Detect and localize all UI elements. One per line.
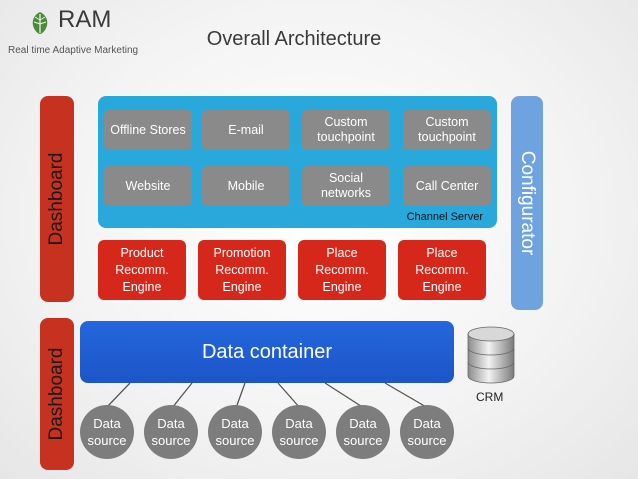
app-subtitle: Real time Adaptive Marketing (8, 45, 139, 56)
app-name: RAM (58, 6, 112, 33)
channel-mobile: Mobile (202, 166, 290, 206)
engine-place-2-label: Place Recomm. Engine (415, 245, 469, 294)
dashboard-top-label: Dashboard (46, 152, 67, 246)
configurator: Configurator (511, 96, 543, 310)
engine-place-1: Place Recomm. Engine (298, 240, 386, 300)
data-source-2: Data source (144, 405, 198, 459)
channel-custom-touchpoint-2: Custom touchpoint (403, 110, 491, 150)
channel-email: E-mail (202, 110, 290, 150)
channel-custom-touchpoint-1: Custom touchpoint (302, 110, 390, 150)
data-source-5-label: Data source (343, 416, 383, 448)
data-source-2-label: Data source (151, 416, 191, 448)
channel-server-label: Channel Server (406, 211, 483, 223)
engine-product: Product Recomm. Engine (98, 240, 186, 300)
engine-place-2: Place Recomm. Engine (398, 240, 486, 300)
dashboard-top: Dashboard (40, 96, 74, 302)
data-source-6-label: Data source (407, 416, 447, 448)
data-source-5: Data source (336, 405, 390, 459)
data-source-6: Data source (400, 405, 454, 459)
connector-2 (171, 382, 193, 409)
connector-5 (324, 382, 365, 409)
data-source-4: Data source (272, 405, 326, 459)
data-source-3: Data source (208, 405, 262, 459)
dashboard-bottom: Dashboard (40, 318, 74, 470)
engine-promotion: Promotion Recomm. Engine (198, 240, 286, 300)
database-icon (467, 326, 515, 384)
data-container: Data container (80, 321, 454, 383)
data-source-1: Data source (80, 405, 134, 459)
page-title-text: Overall Architecture (206, 28, 382, 50)
channel-website: Website (104, 166, 192, 206)
dashboard-bottom-label: Dashboard (46, 347, 67, 441)
data-source-4-label: Data source (279, 416, 319, 448)
data-container-label: Data container (201, 340, 333, 363)
engine-product-label: Product Recomm. Engine (115, 245, 169, 294)
data-source-3-label: Data source (215, 416, 255, 448)
connector-1 (105, 382, 131, 409)
data-source-1-label: Data source (87, 416, 127, 448)
connector-6 (384, 382, 429, 409)
channel-social-networks: Social networks (302, 166, 390, 206)
leaf-logo-icon (32, 12, 48, 34)
channel-offline-stores: Offline Stores (104, 110, 192, 150)
page-title: Overall Architecture (0, 28, 638, 51)
configurator-label: Configurator (517, 150, 538, 256)
channel-call-center: Call Center (403, 166, 491, 206)
engine-promotion-label: Promotion Recomm. Engine (213, 245, 271, 294)
crm-label: CRM (476, 390, 504, 404)
channel-server: Offline Stores E-mail Custom touchpoint … (98, 96, 497, 228)
connector-4 (277, 382, 301, 409)
engine-place-1-label: Place Recomm. Engine (315, 245, 369, 294)
connector-3 (235, 382, 246, 409)
